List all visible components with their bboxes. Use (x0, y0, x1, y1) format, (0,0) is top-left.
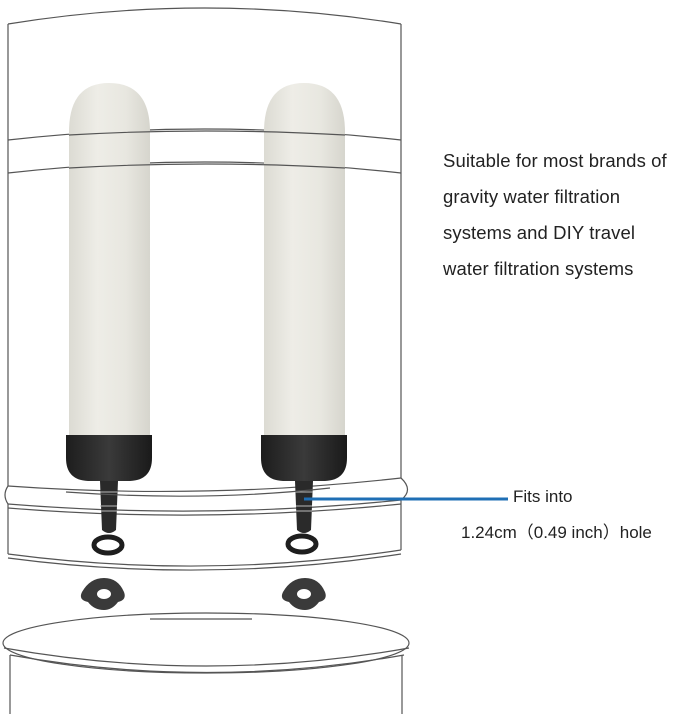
description-line: gravity water filtration (443, 186, 621, 207)
description-line: systems and DIY travel (443, 222, 636, 243)
wing-nut-left (80, 578, 125, 610)
callout-hole-size: 1.24cm（0.49 inch）hole (461, 523, 652, 542)
ceramic-filter-left (66, 83, 152, 556)
description-line: water filtration systems (443, 258, 634, 279)
upper-chamber (4, 7, 409, 571)
product-description: Suitable for most brands of gravity wate… (443, 143, 679, 287)
wing-nut-right (281, 578, 326, 610)
lower-chamber (2, 612, 410, 714)
o-ring-left (91, 534, 125, 556)
callout-title: Fits into (513, 487, 573, 506)
o-ring-right (285, 533, 319, 555)
description-line: Suitable for most brands of (443, 150, 667, 171)
ceramic-filter-right (261, 83, 347, 555)
